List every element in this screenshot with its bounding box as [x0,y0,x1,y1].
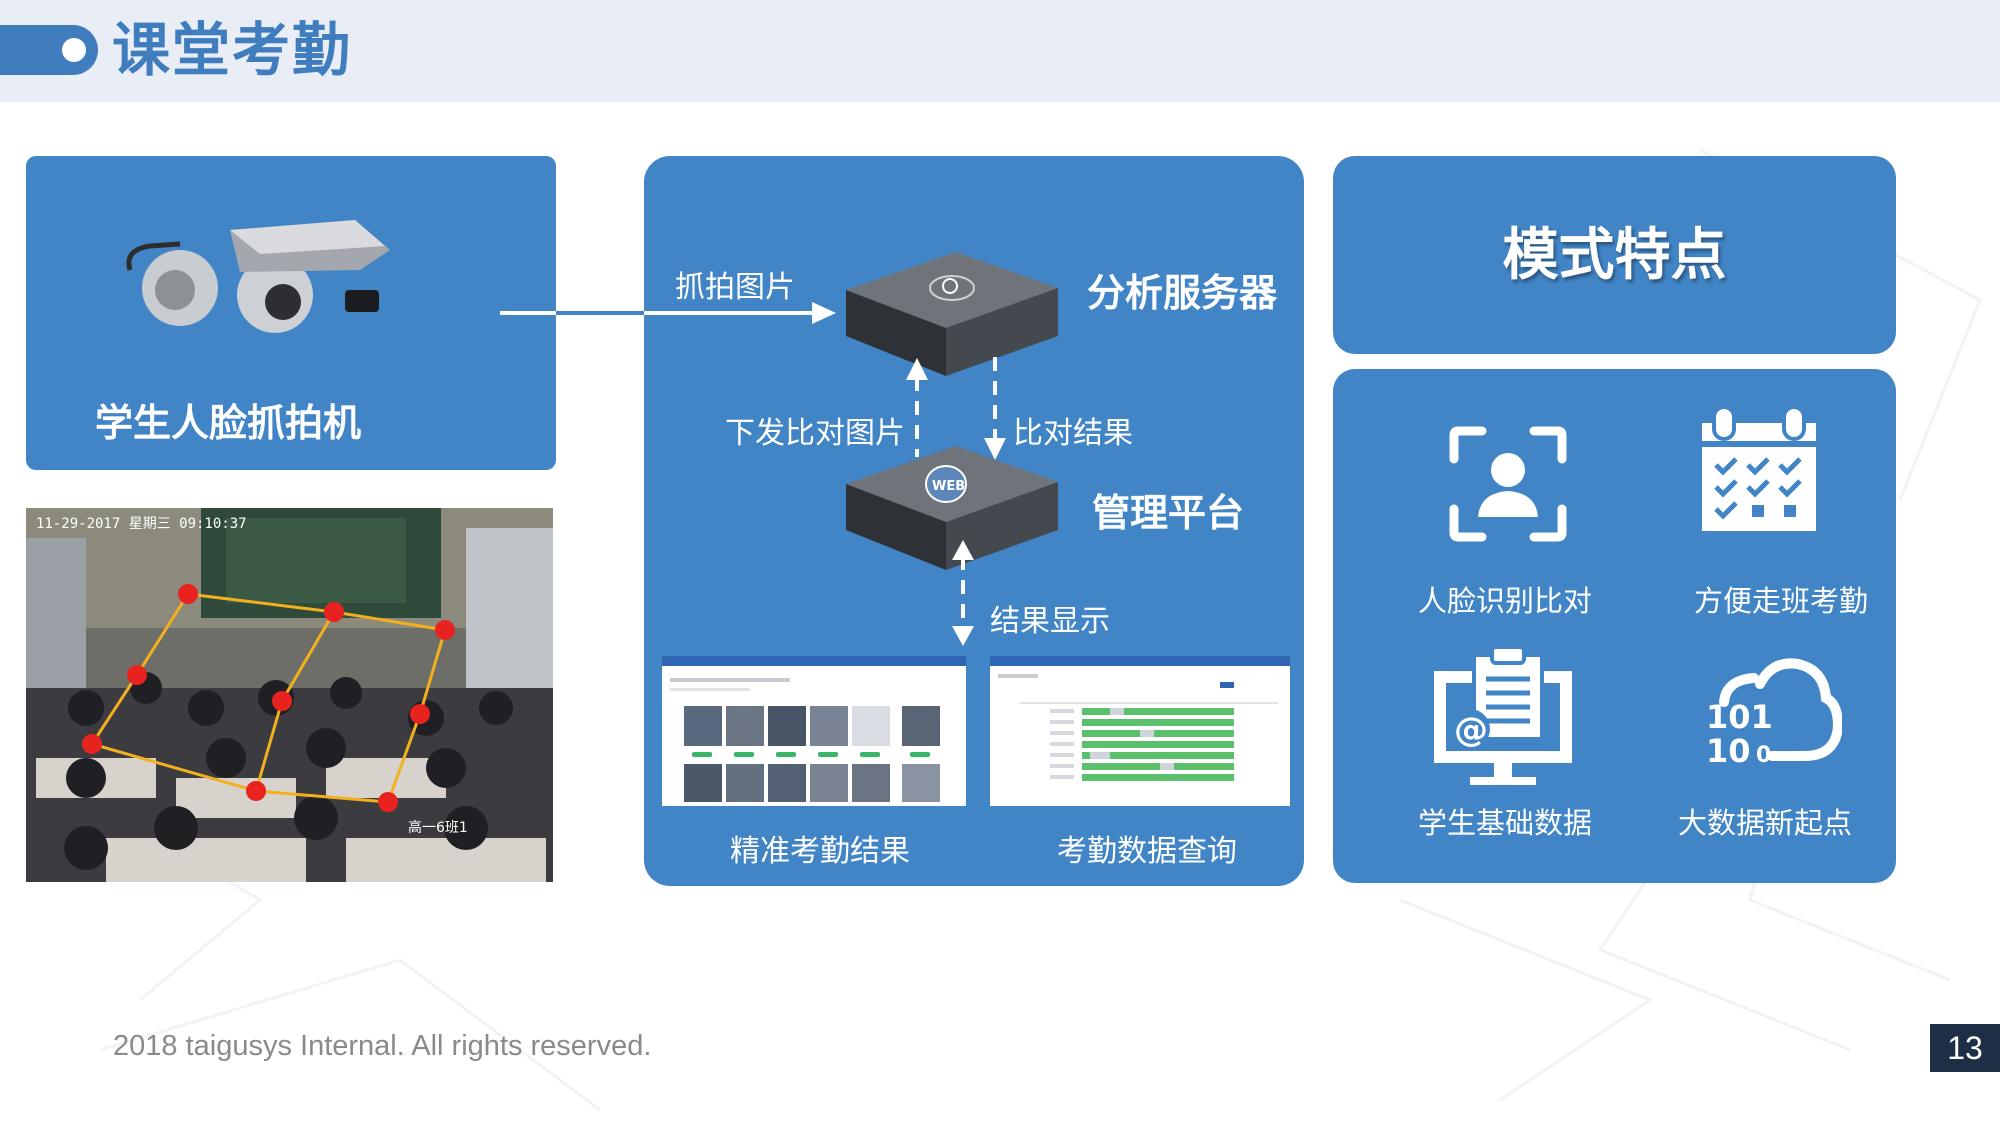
analysis-server-icon [846,252,1058,376]
management-platform-icon: WEB [846,446,1058,570]
svg-text:101: 101 [1706,698,1773,736]
monitor-clipboard-icon: @ [1434,645,1572,785]
classroom-photo: 11-29-2017 星期三 09:10:37 高一6班1 [26,508,553,882]
attendance-query-screenshot [990,656,1290,806]
capture-label: 抓拍图片 [675,270,795,305]
dispatch-label: 下发比对图片 [725,416,905,451]
feature-label-1: 人脸识别比对 [1417,584,1592,618]
capture-arrow [644,302,836,324]
mode-title-panel [1333,156,1896,354]
display-arrow [952,540,974,646]
exchange-arrows [906,357,1006,460]
svg-text:@: @ [1454,710,1488,750]
attendance-results-screenshot [662,656,966,806]
display-label: 结果显示 [990,604,1110,639]
photo-class-text: 高一6班1 [408,819,468,836]
svg-text:0: 0 [1756,743,1771,768]
feature-label-4: 大数据新起点 [1677,806,1852,840]
feature-label-2: 方便走班考勤 [1693,584,1868,618]
camera-device-icon [126,220,390,333]
face-recognition-icon [1449,426,1567,542]
server-label: 分析服务器 [1087,271,1278,315]
svg-text:10: 10 [1706,732,1751,770]
camera-flow-connector [500,311,644,315]
platform-label: 管理平台 [1092,491,1245,535]
binary-cloud-icon: 101 10 0 [1706,658,1842,770]
photo-timestamp: 11-29-2017 星期三 09:10:37 [36,516,247,532]
compare-label: 比对结果 [1013,416,1133,451]
mode-title: 模式特点 [1502,223,1727,288]
feature-label-3: 学生基础数据 [1417,806,1592,840]
web-badge-text: WEB [932,479,965,494]
header-bar [0,0,2000,102]
header-accent-dot [62,38,86,62]
copyright-text: 2018 taigusys Internal. All rights reser… [113,1030,652,1062]
page-title: 课堂考勤 [112,16,353,84]
query-label: 考勤数据查询 [1057,834,1237,869]
page-number: 13 [1930,1024,2000,1072]
calendar-check-icon [1702,405,1816,531]
result-label: 精准考勤结果 [730,834,910,869]
camera-label: 学生人脸抓拍机 [95,401,362,445]
